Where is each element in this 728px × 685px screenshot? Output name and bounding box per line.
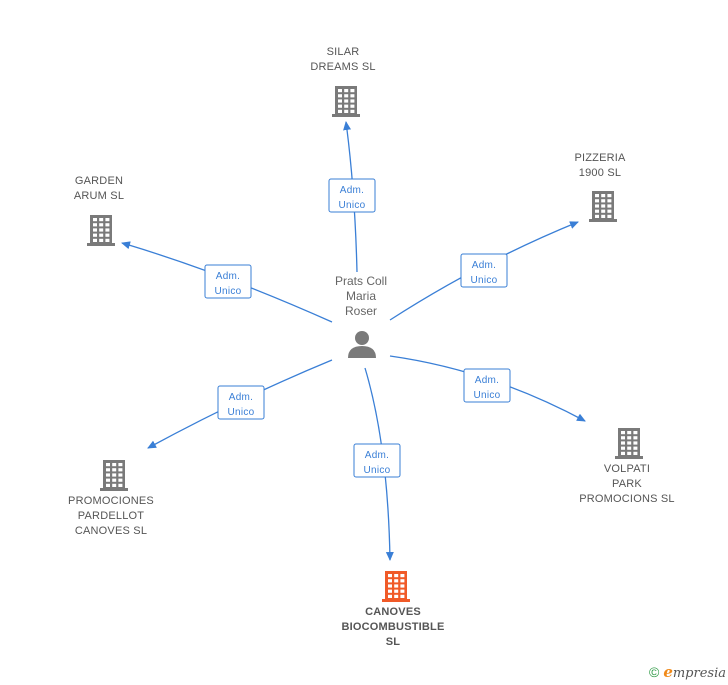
relation-label-promociones[interactable]: Adm. Unico <box>217 385 265 420</box>
relation-label-line: Unico <box>473 390 500 401</box>
company-nodes-layer: SILAR DREAMS SL PIZZERIA 1900 SL GARDEN ARUM … <box>68 46 675 648</box>
company-name-line: VOLPATI <box>604 463 650 475</box>
company-node-garden[interactable]: GARDEN ARUM SL <box>74 175 124 246</box>
company-name-line: PIZZERIA <box>574 152 626 164</box>
company-node-silar[interactable]: SILAR DREAMS SL <box>310 46 375 117</box>
relation-label-line: Adm. <box>475 375 500 386</box>
person-name-line: Roser <box>345 304 377 318</box>
company-name-line: ARUM SL <box>74 190 124 202</box>
company-name-line: SILAR <box>327 46 360 58</box>
company-name-line: CANOVES <box>365 606 421 618</box>
brand-name: mpresia <box>672 666 726 681</box>
company-name-line: PARDELLOT <box>78 510 144 522</box>
copyright-icon: © <box>648 664 660 680</box>
company-node-pizzeria[interactable]: PIZZERIA 1900 SL <box>574 152 626 222</box>
company-name-line: DREAMS SL <box>310 61 375 73</box>
building-icon <box>100 460 128 491</box>
relation-label-pizzeria[interactable]: Adm. Unico <box>460 253 508 288</box>
relation-label-line: Adm. <box>229 392 254 403</box>
relation-label-line: Unico <box>470 275 497 286</box>
company-name-line: BIOCOMBUSTIBLE <box>341 621 444 633</box>
company-node-volpati[interactable]: VOLPATI PARK PROMOCIONS SL <box>579 428 675 505</box>
company-name-line: SL <box>386 636 401 648</box>
brand-initial: e <box>663 663 673 681</box>
relation-label-line: Unico <box>363 465 390 476</box>
building-icon <box>615 428 643 459</box>
company-name-line: 1900 SL <box>579 167 621 179</box>
person-icon <box>348 331 376 358</box>
footer-brand: © empresia <box>649 663 726 681</box>
relation-labels-layer: Adm.UnicoAdm.UnicoAdm.UnicoAdm.UnicoAdm.… <box>204 178 511 478</box>
relation-label-canoves[interactable]: Adm. Unico <box>353 443 401 478</box>
person-name-line: Prats Coll <box>335 274 387 288</box>
relation-label-silar[interactable]: Adm. Unico <box>328 178 376 213</box>
relation-label-line: Adm. <box>340 185 365 196</box>
building-icon <box>589 191 617 222</box>
relation-label-line: Unico <box>214 286 241 297</box>
relation-label-line: Unico <box>338 200 365 211</box>
company-name-line: GARDEN <box>75 175 123 187</box>
relation-label-garden[interactable]: Adm. Unico <box>204 264 252 299</box>
relation-label-line: Adm. <box>365 450 390 461</box>
relation-label-line: Unico <box>227 407 254 418</box>
company-node-promociones[interactable]: PROMOCIONES PARDELLOT CANOVES SL <box>68 460 154 537</box>
company-name-line: PARK <box>612 478 642 490</box>
company-name-line: CANOVES SL <box>75 525 147 537</box>
building-icon-highlight <box>382 571 410 602</box>
relation-label-line: Adm. <box>472 260 497 271</box>
brand-logo[interactable]: empresia <box>663 663 726 681</box>
company-name-line: PROMOCIONES <box>68 495 154 507</box>
person-name-line: Maria <box>346 289 376 303</box>
relation-label-volpati[interactable]: Adm. Unico <box>463 368 511 403</box>
relation-label-line: Adm. <box>216 271 241 282</box>
building-icon <box>332 86 360 117</box>
building-icon <box>87 215 115 246</box>
company-name-line: PROMOCIONS SL <box>579 493 675 505</box>
company-node-canoves[interactable]: CANOVES BIOCOMBUSTIBLE SL <box>341 571 444 648</box>
